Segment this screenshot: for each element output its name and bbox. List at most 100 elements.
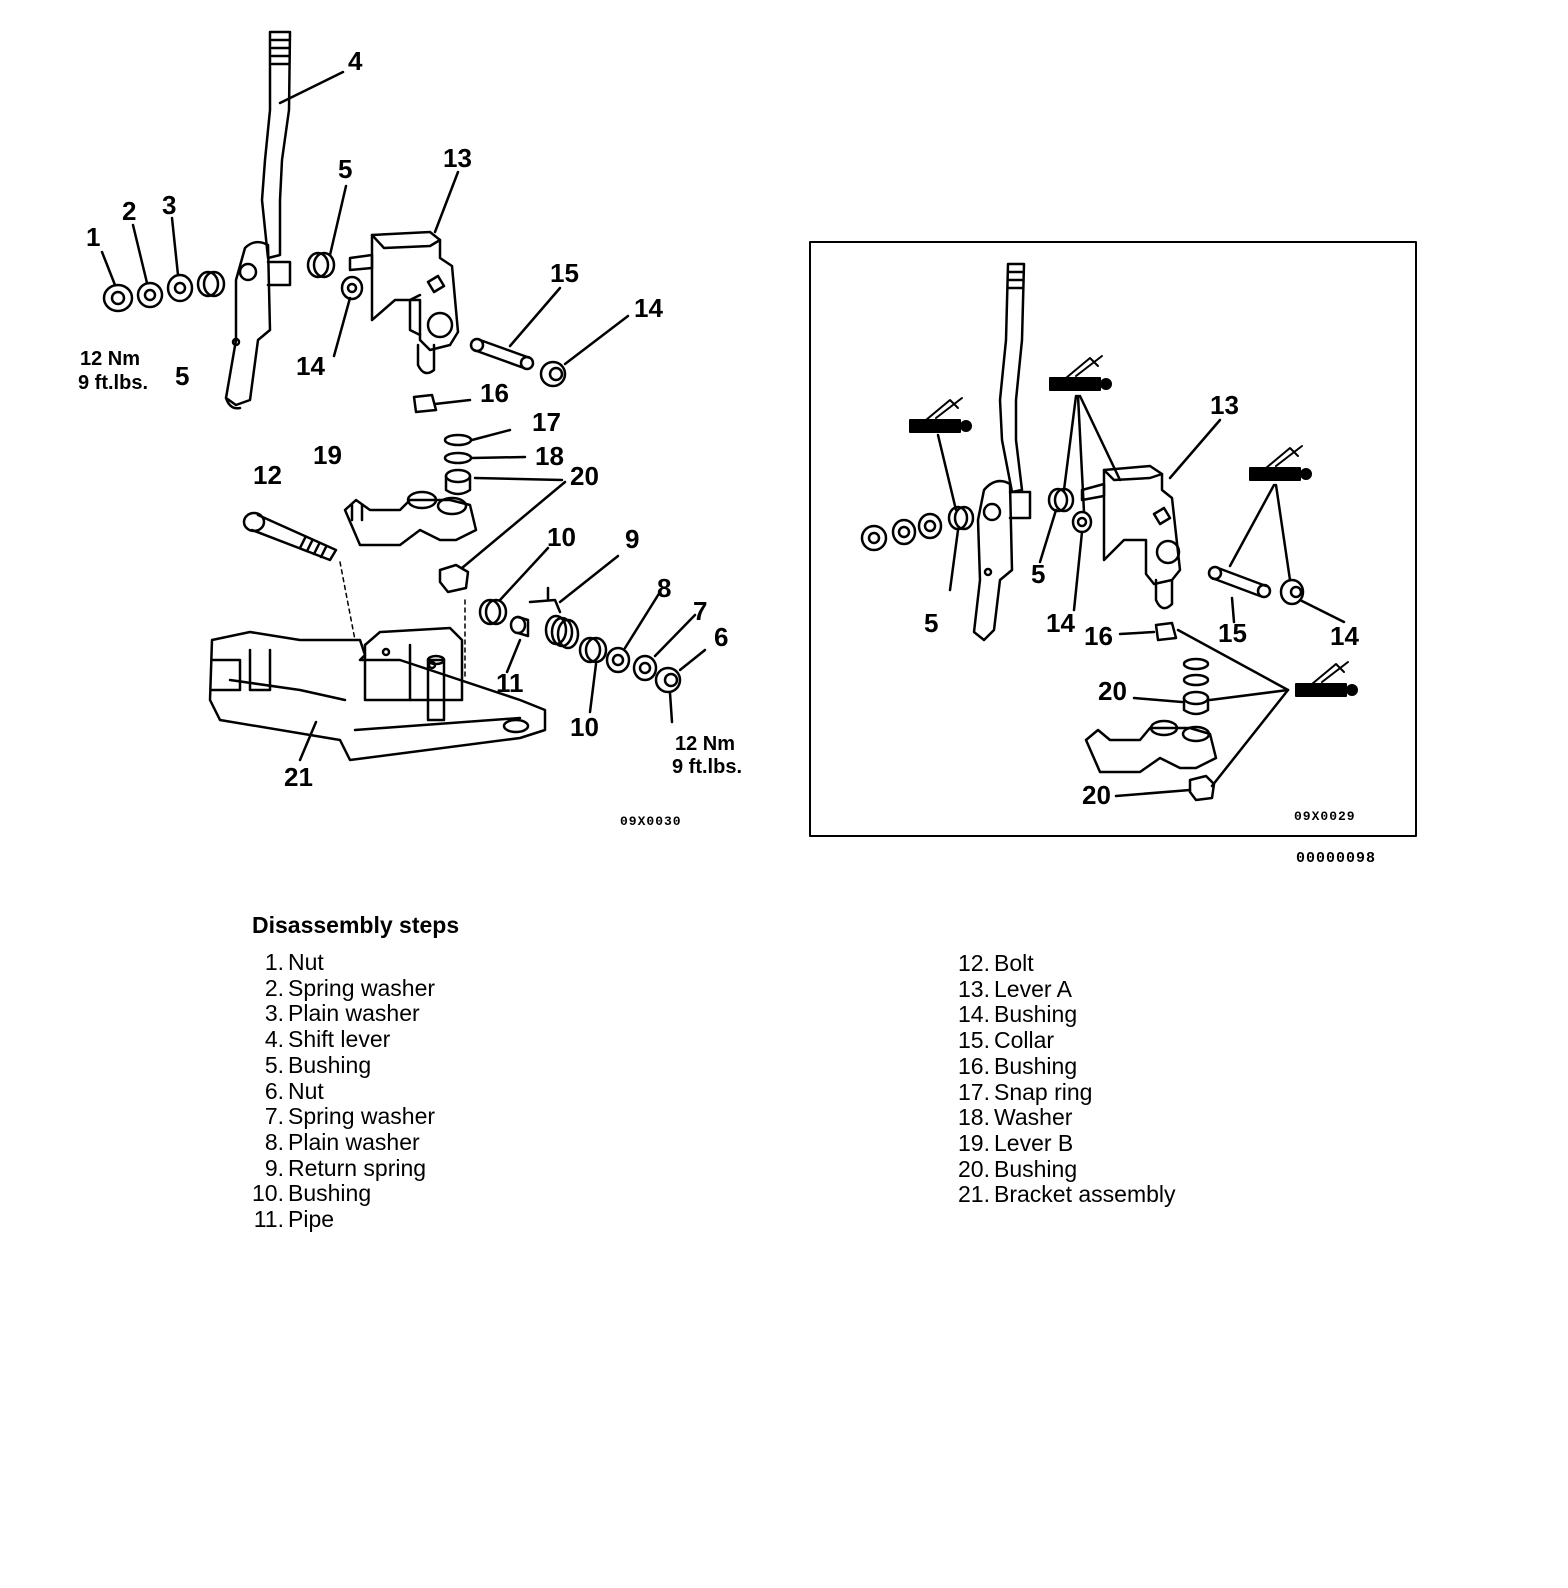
nut-6-part: [654, 666, 682, 694]
callout: 17: [532, 407, 561, 437]
callout: 8: [657, 573, 671, 603]
collar-part: [469, 337, 535, 371]
list-item: 19.Lever B: [958, 1129, 1074, 1156]
plain-washer-part: [166, 273, 194, 303]
shift-lever-part-right: [972, 262, 1032, 642]
callout: 7: [693, 596, 707, 626]
torque-spec-imperial: 9 ft.lbs.: [78, 372, 148, 394]
right-figure: [860, 262, 1358, 802]
bushing-part: [196, 270, 226, 298]
callout: 20: [570, 461, 599, 491]
steps-list-right: 12.Bolt 13.Lever A 14.Bushing 15.Collar …: [946, 950, 1176, 1208]
callout: 14: [1330, 621, 1359, 651]
figure-code: 09X0029: [1294, 809, 1356, 824]
callout: 5: [924, 608, 938, 638]
callout: 14: [634, 293, 663, 323]
list-item: 6.Nut: [264, 1077, 324, 1104]
bushing-20-lower-part: [438, 563, 470, 594]
callout: 15: [1218, 618, 1247, 648]
exploded-diagram: 1 2 3 4 5 5 13 14 15 14 16 17 18 20 19 1…: [78, 30, 1417, 867]
grease-icon: [909, 397, 972, 433]
bushing-10-part: [478, 598, 508, 626]
lever-b-part-right: [1084, 719, 1218, 774]
list-item: 14.Bushing: [958, 1001, 1078, 1028]
bushing-16-part: [412, 393, 438, 414]
bolt-part: [242, 511, 338, 562]
grease-icon: [1049, 355, 1112, 391]
shift-lever-part: [224, 30, 292, 410]
lever-b-part: [343, 490, 478, 547]
left-figure: [100, 30, 707, 762]
callout: 21: [284, 762, 313, 792]
bracket-assembly-part: [208, 626, 547, 762]
figure-code: 09X0030: [620, 814, 682, 829]
list-item: 12.Bolt: [958, 950, 1034, 976]
lever-a-part: [348, 230, 460, 375]
callout: 6: [714, 622, 728, 652]
callout: 9: [625, 524, 639, 554]
callout: 5: [1031, 559, 1045, 589]
grease-icon: [1249, 445, 1312, 481]
right-figure-frame: [809, 241, 1417, 837]
list-item: 9.Return spring: [264, 1154, 427, 1181]
list-item: 10.Bushing: [252, 1180, 372, 1207]
callout: 10: [570, 712, 599, 742]
bushing-10-right-part: [578, 636, 608, 664]
callout: 5: [338, 154, 352, 184]
callout: 20: [1082, 780, 1111, 810]
callout: 19: [313, 440, 342, 470]
list-item: 13.Lever A: [958, 975, 1072, 1002]
callout: 20: [1098, 676, 1127, 706]
list-item: 2.Spring washer: [264, 974, 436, 1001]
list-item: 16.Bushing: [958, 1052, 1078, 1079]
spring-washer-7-part: [632, 654, 658, 682]
steps-list-left: 1.Nut 2.Spring washer 3.Plain washer 4.S…: [240, 949, 436, 1233]
callout: 16: [480, 378, 509, 408]
list-item: 21.Bracket assembly: [958, 1181, 1176, 1208]
list-item: 15.Collar: [958, 1027, 1055, 1054]
torque-spec: 12 Nm: [675, 733, 735, 755]
bushing-20-part: [444, 468, 472, 496]
list-item: 5.Bushing: [264, 1051, 372, 1078]
callout: 16: [1084, 621, 1113, 651]
grease-icon: [1295, 661, 1358, 697]
document-code: 00000098: [1296, 850, 1376, 867]
snap-ring-part: [443, 433, 473, 447]
list-item: 11.Pipe: [253, 1206, 335, 1233]
washer-part: [443, 451, 473, 465]
list-item: 18.Washer: [958, 1104, 1073, 1131]
nut-part: [102, 283, 134, 313]
list-item: 8.Plain washer: [264, 1128, 420, 1155]
callout: 1: [86, 222, 100, 252]
torque-spec: 12 Nm: [80, 348, 140, 370]
list-item: 7.Spring washer: [264, 1103, 436, 1130]
plain-washer-8-part: [605, 646, 631, 674]
torque-spec-imperial: 9 ft.lbs.: [672, 756, 742, 778]
callout: 15: [550, 258, 579, 288]
callout: 10: [547, 522, 576, 552]
callout: 2: [122, 196, 136, 226]
callout: 11: [496, 668, 524, 698]
callout: 13: [443, 143, 472, 173]
bushing-14-part: [340, 275, 364, 301]
bushing-part-upper: [306, 251, 336, 279]
callout: 13: [1210, 390, 1239, 420]
pipe-part: [509, 615, 530, 638]
list-item: 4.Shift lever: [264, 1026, 391, 1053]
lever-a-part-right: [1080, 464, 1182, 610]
return-spring-part: [528, 586, 580, 650]
callout: 3: [162, 190, 176, 220]
callout: 12: [253, 460, 282, 490]
callout: 14: [296, 351, 325, 381]
steps-title: Disassembly steps: [252, 912, 460, 938]
right-callouts: 13 5 5 14 14 16 15 14 20 20 09X0029: [924, 390, 1359, 824]
list-item: 1.Nut: [264, 949, 324, 975]
callout: 18: [535, 441, 564, 471]
callout: 5: [175, 361, 189, 391]
list-item: 20.Bushing: [958, 1155, 1078, 1182]
left-callouts: 1 2 3 4 5 5 13 14 15 14 16 17 18 20 19 1…: [78, 46, 742, 829]
bushing-14-right-part: [539, 360, 567, 388]
list-item: 3.Plain washer: [264, 1000, 420, 1027]
spring-washer-part: [136, 281, 164, 309]
callout: 4: [348, 46, 363, 76]
